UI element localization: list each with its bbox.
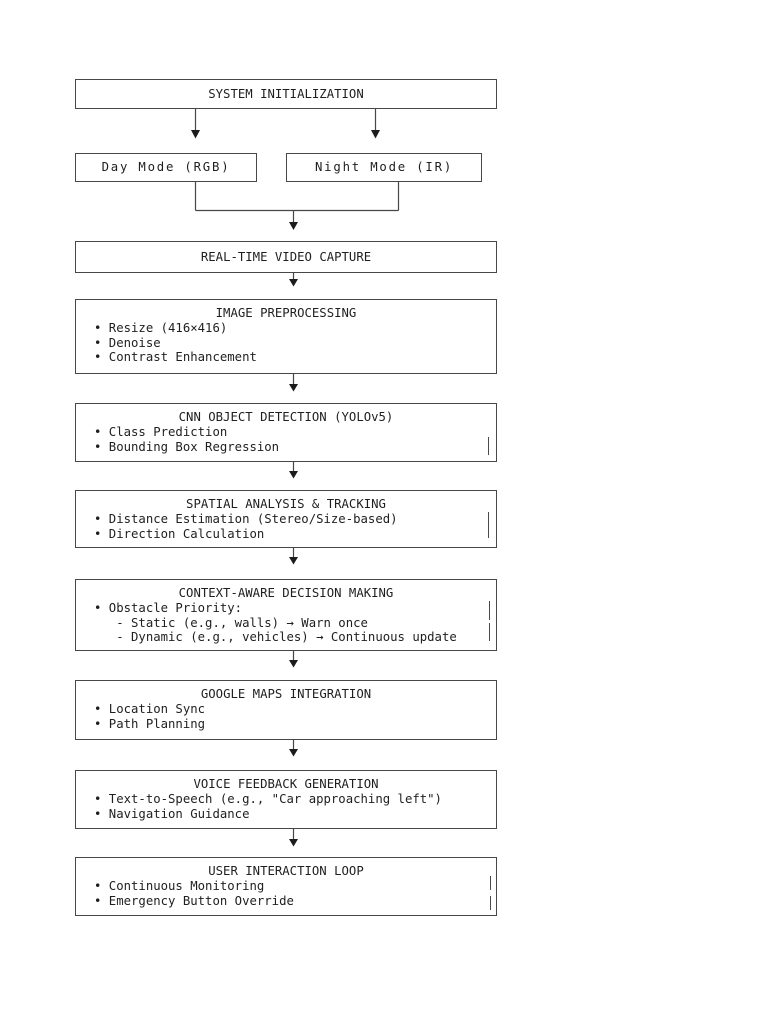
arrow-head (289, 557, 298, 565)
border-glitch-artifact (490, 896, 492, 910)
node-bullet: • Text-to-Speech (e.g., "Car approaching… (94, 791, 442, 806)
node-bullet: • Class Prediction (94, 424, 228, 439)
node-voice-feedback-generation: VOICE FEEDBACK GENERATION • Text-to-Spee… (75, 770, 497, 829)
node-system-initialization: SYSTEM INITIALIZATION (75, 79, 497, 109)
node-bullet: • Navigation Guidance (94, 806, 250, 821)
node-title: CONTEXT-AWARE DECISION MAKING (178, 586, 394, 600)
node-title: USER INTERACTION LOOP (208, 864, 364, 878)
node-bullet: • Obstacle Priority: (94, 600, 243, 615)
node-bullet: • Direction Calculation (94, 526, 265, 541)
node-bullet: • Denoise (94, 335, 161, 350)
arrow-head (289, 660, 298, 668)
node-title: VOICE FEEDBACK GENERATION (193, 777, 379, 791)
node-title: Night Mode (IR) (314, 160, 454, 175)
border-glitch-artifact (489, 601, 491, 620)
node-bullet: • Contrast Enhancement (94, 350, 257, 365)
node-spatial-analysis-tracking: SPATIAL ANALYSIS & TRACKING • Distance E… (75, 490, 497, 548)
node-title: IMAGE PREPROCESSING (215, 306, 357, 320)
node-bullet: • Resize (416×416) (94, 320, 228, 335)
node-bullet: • Continuous Monitoring (94, 878, 265, 893)
node-context-aware-decision-making: CONTEXT-AWARE DECISION MAKING • Obstacle… (75, 579, 497, 651)
node-user-interaction-loop: USER INTERACTION LOOP • Continuous Monit… (75, 857, 497, 916)
border-glitch-artifact (489, 623, 491, 641)
node-image-preprocessing: IMAGE PREPROCESSING • Resize (416×416) •… (75, 299, 497, 374)
arrow-head (289, 839, 298, 847)
node-title: REAL-TIME VIDEO CAPTURE (200, 249, 372, 264)
node-sub-bullet: - Dynamic (e.g., vehicles) → Continuous … (94, 630, 457, 645)
node-title: SPATIAL ANALYSIS & TRACKING (186, 497, 386, 511)
node-bullet: • Bounding Box Regression (94, 439, 280, 454)
node-bullet: • Emergency Button Override (94, 893, 294, 908)
node-title: Day Mode (RGB) (101, 160, 231, 175)
node-title: SYSTEM INITIALIZATION (208, 86, 364, 101)
node-title: GOOGLE MAPS INTEGRATION (200, 687, 372, 701)
node-bullet: • Distance Estimation (Stereo/Size-based… (94, 511, 398, 526)
node-sub-bullet: - Static (e.g., walls) → Warn once (94, 615, 368, 630)
node-title: CNN OBJECT DETECTION (YOLOv5) (178, 410, 394, 424)
node-day-mode: Day Mode (RGB) (75, 153, 257, 182)
arrow-head (289, 222, 298, 230)
node-real-time-video-capture: REAL-TIME VIDEO CAPTURE (75, 241, 497, 273)
border-glitch-artifact (488, 512, 490, 538)
arrow-head (289, 384, 298, 392)
arrow-head (191, 130, 200, 139)
arrow-head (289, 471, 298, 479)
arrow-head (289, 749, 298, 757)
node-bullet: • Location Sync (94, 701, 206, 716)
border-glitch-artifact (488, 437, 490, 455)
arrow-head (371, 130, 380, 139)
node-night-mode: Night Mode (IR) (286, 153, 482, 182)
border-glitch-artifact (490, 876, 492, 890)
node-bullet: • Path Planning (94, 716, 206, 731)
arrow-head (289, 279, 298, 287)
node-google-maps-integration: GOOGLE MAPS INTEGRATION • Location Sync … (75, 680, 497, 740)
node-cnn-object-detection: CNN OBJECT DETECTION (YOLOv5) • Class Pr… (75, 403, 497, 462)
